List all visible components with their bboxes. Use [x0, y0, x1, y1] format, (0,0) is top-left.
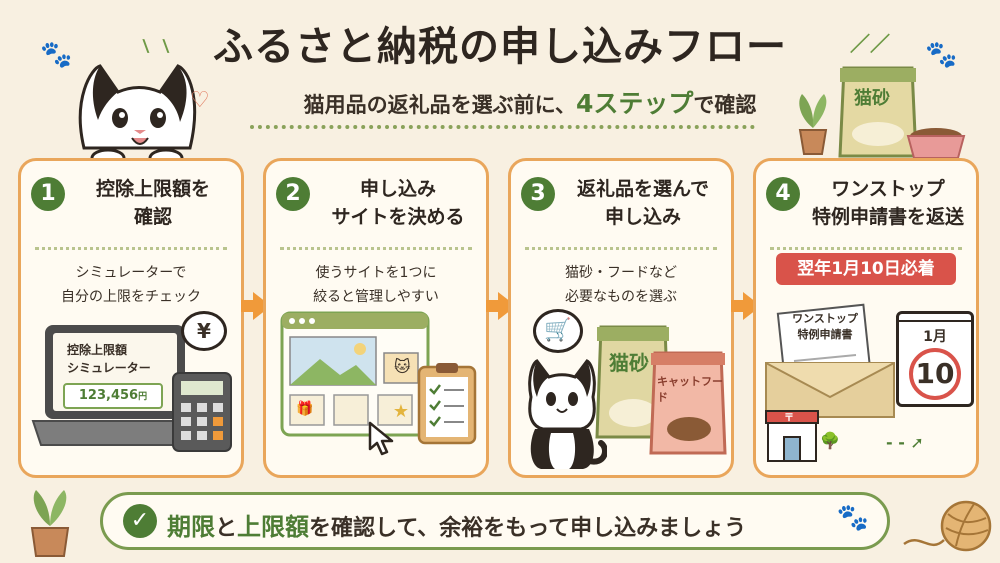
deadline-badge: 翌年1月10日必着: [776, 253, 956, 285]
shopping-cart-icon: 🛒: [533, 309, 583, 353]
check-icon: ✓: [123, 504, 157, 538]
application-form-text: ワンストップ 特例申請書: [790, 311, 860, 343]
step-title-line: サイトを決める: [331, 206, 465, 228]
screen-line: 控除上限額: [67, 343, 128, 357]
subtitle-prefix: 猫用品の返礼品を選ぶ前に、: [303, 93, 576, 117]
screen-line: シミュレーター: [67, 361, 151, 375]
yarn-ball-illustration: [903, 500, 992, 552]
subtitle-highlight: 4ステップ: [575, 89, 694, 118]
cat-food-product-illustration: [649, 351, 727, 455]
step-header: 4 ワンストップ 特例申請書を返送: [766, 175, 968, 235]
step-title: 返礼品を選んで 申し込み: [563, 175, 723, 231]
step-description: 使うサイトを1つに 絞ると管理しやすい: [272, 261, 480, 309]
step-header: 3 返礼品を選んで 申し込み: [521, 175, 723, 235]
paw-print-icon: 🐾: [40, 40, 73, 70]
card-divider: [280, 247, 472, 250]
step-title-line: 特例申請書を返送: [811, 206, 964, 228]
potted-plant-illustration: [30, 490, 70, 557]
amount-value: 123,456: [78, 388, 139, 403]
potted-plant-illustration: [798, 94, 828, 155]
step-card-1: 1 控除上限額を 確認 シミュレーターで 自分の上限をチェック 控除上限額 シミ…: [18, 158, 244, 478]
step-description: 猫砂・フードなど 必要なものを選ぶ: [517, 261, 725, 309]
reminder-highlight: 期限: [167, 513, 215, 541]
step-title-line: 申し込み: [604, 206, 681, 228]
gift-icon: 🎁: [296, 401, 314, 417]
yen-speech-bubble: ¥: [181, 311, 227, 351]
checklist-clipboard-illustration: [417, 363, 477, 445]
post-office-illustration: [765, 410, 819, 462]
reminder-banner: ✓ 期限と上限額を確認して、余裕をもって申し込みましょう 🐾: [100, 492, 890, 550]
amount-unit: 円: [138, 392, 148, 402]
food-bowl-illustration: [906, 128, 966, 159]
step-title: ワンストップ 特例申請書を返送: [808, 175, 968, 231]
step-desc-line: 必要なものを選ぶ: [565, 289, 677, 305]
step-desc-line: 使うサイトを1つに: [315, 265, 437, 281]
calendar-day: 10: [909, 348, 961, 400]
step-title-line: 申し込み: [359, 178, 436, 200]
card-divider: [525, 247, 717, 250]
calendar-rings: [899, 314, 971, 322]
postal-mark-icon: 〒: [784, 413, 794, 424]
heart-icon: ♡: [190, 88, 210, 113]
reminder-text-part: を確認して、余裕をもって申し込みましょう: [309, 516, 747, 541]
step-number-badge: 1: [31, 177, 65, 211]
subtitle-suffix: で確認: [693, 93, 757, 117]
calendar-illustration: 1月 10: [896, 311, 974, 407]
calendar-month: 1月: [923, 329, 947, 345]
product-label-litter: 猫砂: [609, 351, 649, 375]
cat-thumbnail-icon: 🐱: [394, 357, 411, 376]
cat-peeking-illustration: [78, 64, 197, 168]
dashed-arrow-icon: - - ➚: [886, 433, 924, 452]
step-number-badge: 3: [521, 177, 555, 211]
step-desc-line: シミュレーターで: [75, 265, 187, 281]
form-line: 特例申請書: [797, 328, 853, 341]
bush-icon: 🌳: [820, 431, 840, 450]
subtitle-divider: [250, 125, 755, 129]
page-title: ふるさと納税の申し込みフロー: [213, 24, 787, 70]
envelope-document-illustration: [765, 303, 895, 418]
step-header: 2 申し込み サイトを決める: [276, 175, 478, 235]
litter-bag-label: 猫砂: [854, 88, 890, 109]
sparkle-icon: ／／: [850, 32, 890, 56]
reminder-highlight: 上限額: [237, 513, 310, 541]
step-title-line: 返礼品を選んで: [576, 178, 710, 200]
step-card-2: 2 申し込み サイトを決める 使うサイトを1つに 絞ると管理しやすい ★ 🐱 🎁: [263, 158, 489, 478]
paw-print-icon: 🐾: [836, 503, 869, 533]
card-divider: [770, 247, 962, 250]
simulator-amount: 123,456円: [63, 383, 163, 409]
reminder-text: 期限と上限額を確認して、余裕をもって申し込みましょう: [167, 507, 746, 542]
step-number-badge: 4: [766, 177, 800, 211]
mouse-cursor-icon: [368, 421, 394, 456]
sitting-cat-illustration: [528, 359, 607, 469]
step-desc-line: 猫砂・フードなど: [565, 265, 677, 281]
step-card-4: 4 ワンストップ 特例申請書を返送 翌年1月10日必着 ワンストップ 特例申請書…: [753, 158, 979, 478]
step-desc-line: 絞ると管理しやすい: [313, 289, 439, 305]
page-subtitle: 猫用品の返礼品を選ぶ前に、4ステップで確認: [250, 84, 810, 120]
step-title-line: ワンストップ: [831, 178, 945, 200]
laptop-screen-text: 控除上限額 シミュレーター: [67, 341, 151, 377]
paw-print-icon: 🐾: [925, 40, 958, 70]
step-header: 1 控除上限額を 確認: [31, 175, 233, 235]
step-card-3: 3 返礼品を選んで 申し込み 猫砂・フードなど 必要なものを選ぶ 🛒 猫砂 キャ…: [508, 158, 734, 478]
svg-text:★: ★: [393, 401, 409, 422]
step-description: シミュレーターで 自分の上限をチェック: [27, 261, 235, 309]
reminder-text-part: と: [215, 516, 238, 541]
step-title: 申し込み サイトを決める: [318, 175, 478, 231]
step-desc-line: 自分の上限をチェック: [61, 289, 201, 305]
step-title: 控除上限額を 確認: [73, 175, 233, 231]
sparkle-icon: ﹨﹨: [136, 32, 176, 56]
product-label-food: キャットフード: [657, 375, 723, 404]
step-title-line: 確認: [133, 206, 172, 228]
card-divider: [35, 247, 227, 250]
shopping-site-window-illustration: ★: [280, 311, 430, 437]
calculator-illustration: [172, 372, 232, 452]
step-number-badge: 2: [276, 177, 310, 211]
form-line: ワンストップ: [792, 312, 858, 325]
step-title-line: 控除上限額を: [95, 178, 210, 200]
cat-litter-product-illustration: [595, 325, 671, 439]
